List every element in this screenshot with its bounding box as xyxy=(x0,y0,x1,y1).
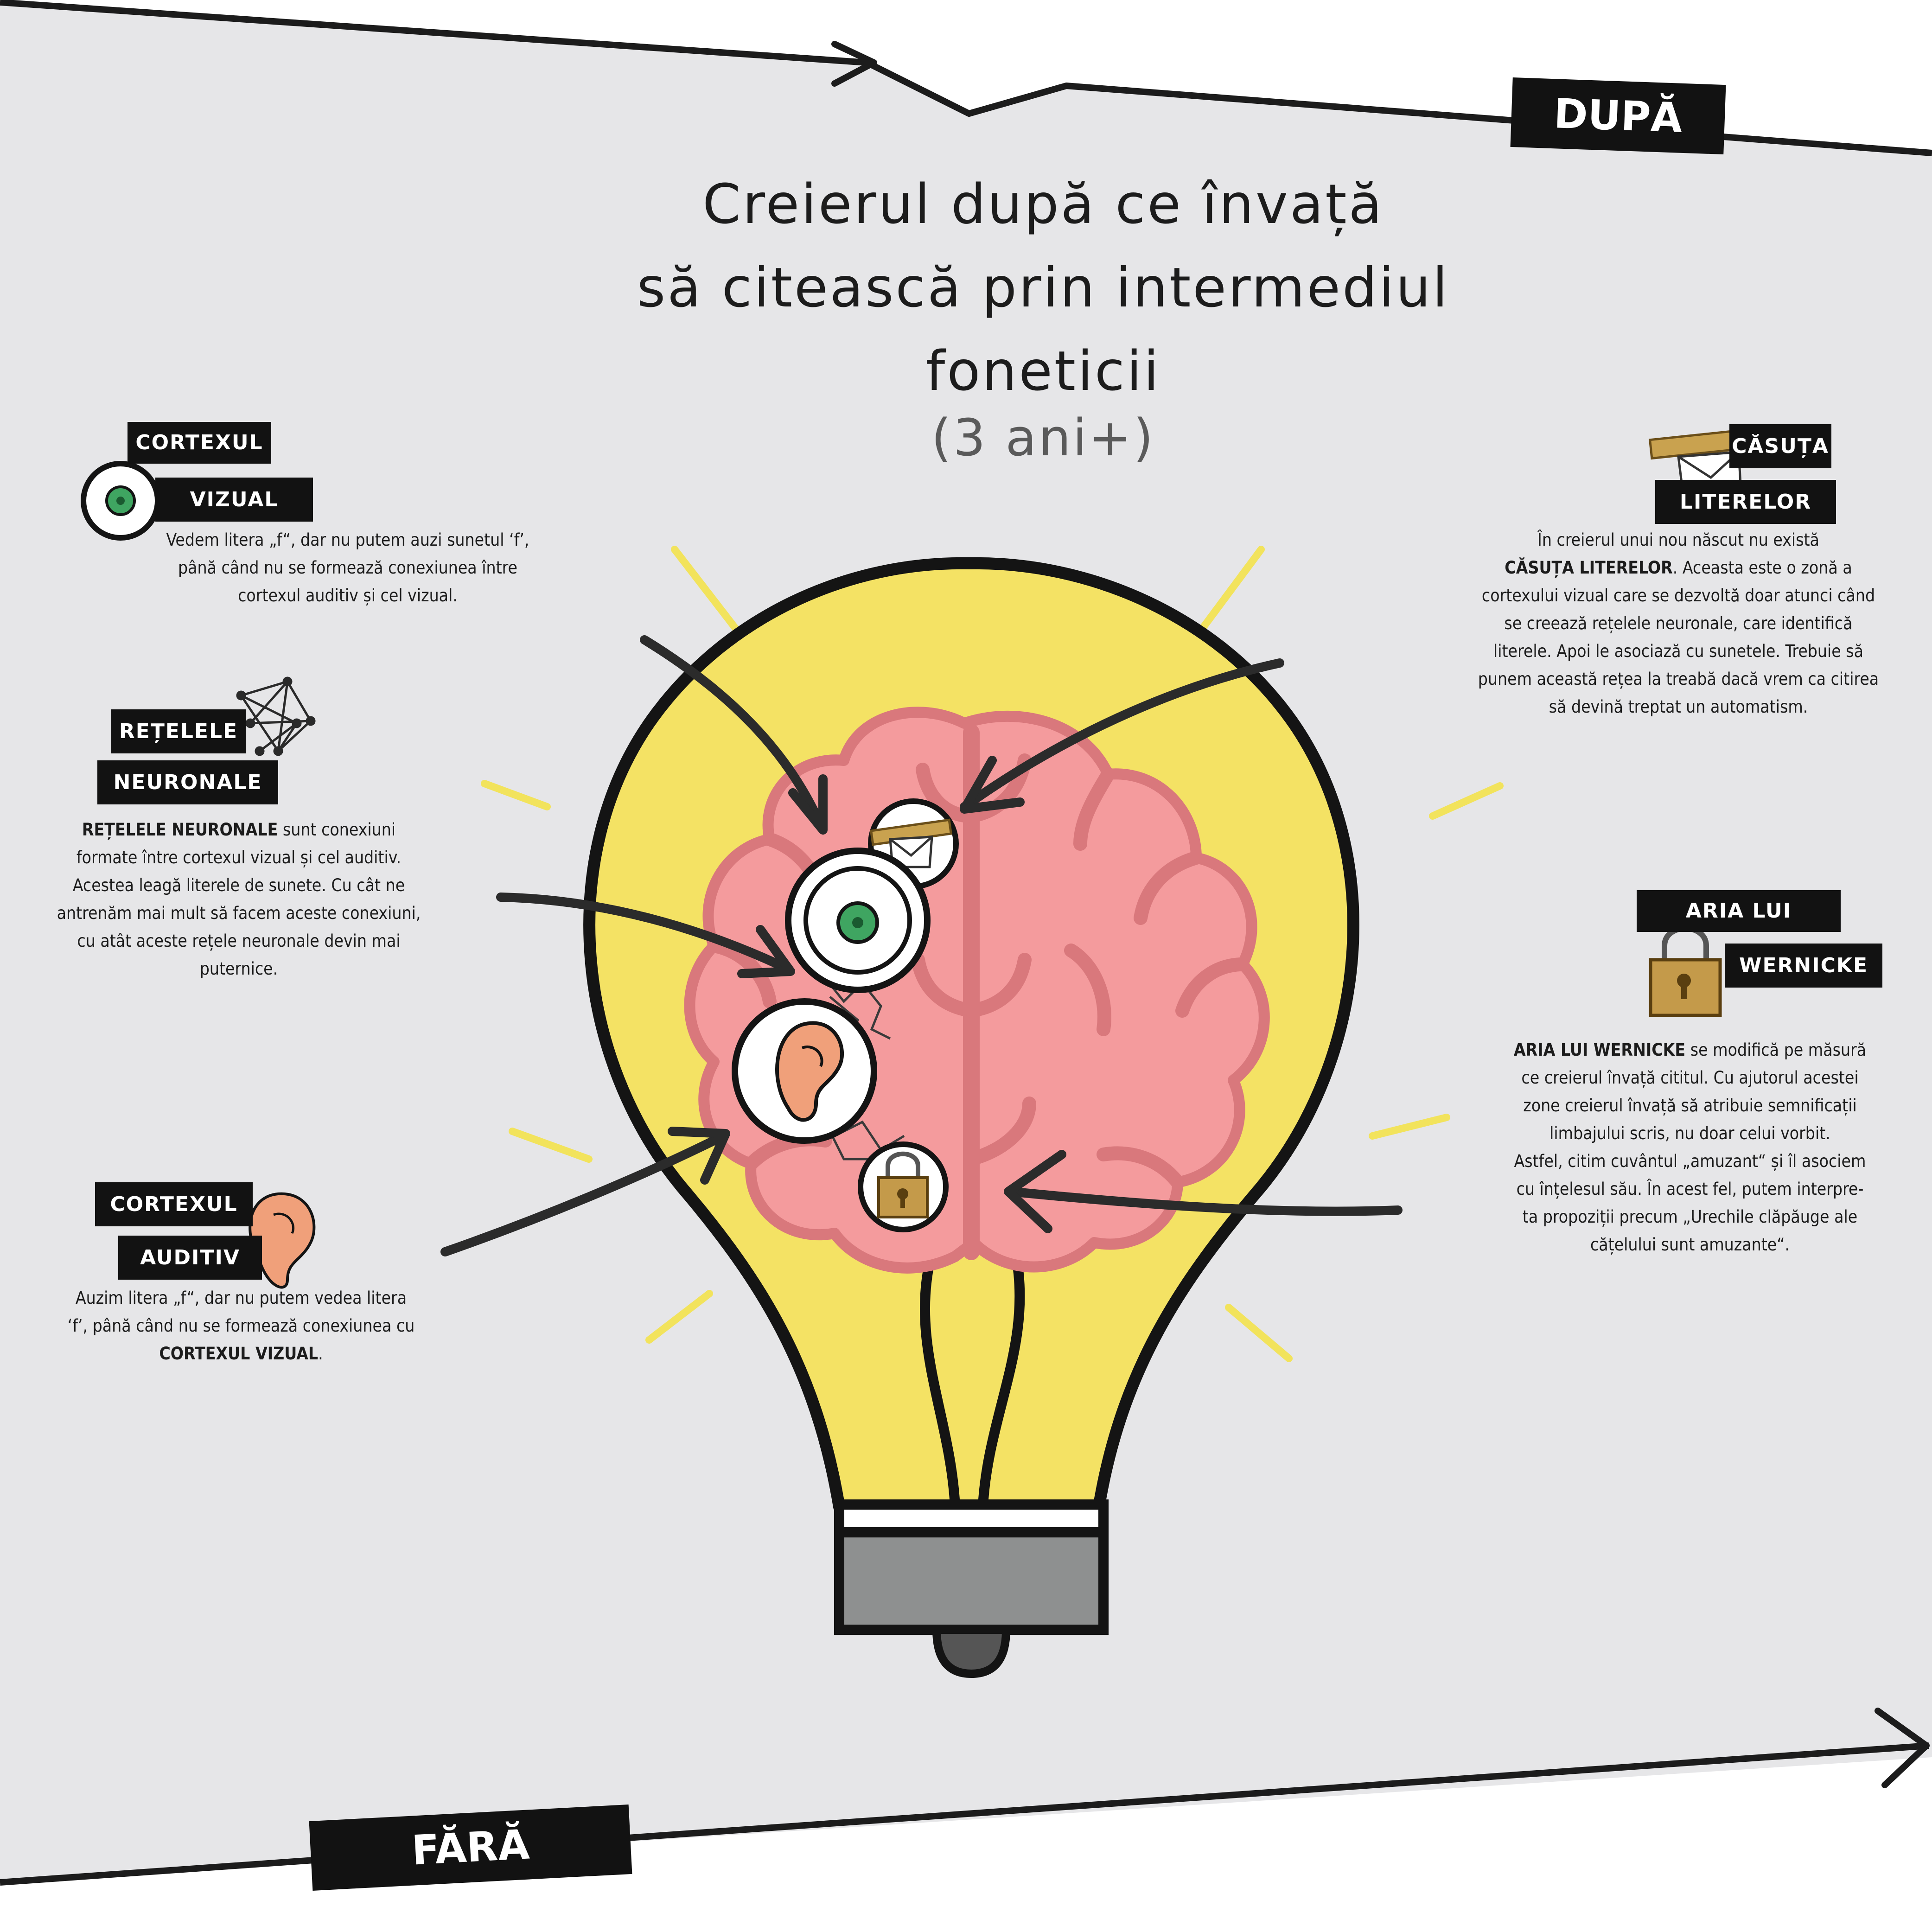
title-line-3: foneticii xyxy=(925,339,1161,403)
eye-icon xyxy=(785,848,931,993)
desc-line: Auzim litera „f“, dar nu putem vedea lit… xyxy=(75,1288,407,1308)
desc-line: Astfel, citim cuvântul „amuzant“ și îl a… xyxy=(1514,1151,1866,1171)
desc-text: . Aceasta este o zonă a xyxy=(1672,558,1852,578)
desc-text: . xyxy=(318,1344,323,1364)
desc-wernicke: ARIA LUI WERNICKE se modifică pe măsură … xyxy=(1470,1036,1910,1259)
desc-line: puternice. xyxy=(199,959,278,979)
ear-icon xyxy=(249,1192,316,1289)
bulb-base xyxy=(834,1527,1109,1635)
desc-text: sunt conexiuni xyxy=(278,820,396,840)
label-cortex-auditory-1: CORTEXUL xyxy=(95,1182,253,1226)
desc-neural: REȚELELE NEURONALE sunt conexiuni format… xyxy=(37,816,440,983)
desc-line: În creierul unui nou născut nu există xyxy=(1537,530,1819,550)
desc-line: se creează rețelele neuronale, care iden… xyxy=(1504,613,1853,633)
title-line-1: Creierul după ce învață xyxy=(702,172,1384,236)
label-wernicke-2: WERNICKE xyxy=(1725,944,1882,988)
desc-text: se modifică pe măsură xyxy=(1685,1040,1867,1060)
desc-line: cu atât aceste rețele neuronale devin ma… xyxy=(77,931,401,951)
label-cortex-visual-2: VIZUAL xyxy=(155,478,313,522)
page-title: Creierul după ce învață să citească prin… xyxy=(533,162,1553,413)
desc-line: limbajului scris, nu doar celui vorbit. xyxy=(1549,1123,1830,1143)
desc-cortex-visual: Vedem litera „f“, dar nu putem auzi sune… xyxy=(116,526,580,610)
desc-bold: ARIA LUI WERNICKE xyxy=(1513,1040,1686,1060)
arrow-icon xyxy=(440,635,1403,1256)
light-rays xyxy=(481,546,1504,1362)
eye-icon xyxy=(81,461,160,541)
desc-line: literele. Apoi le asociază cu sunetele. … xyxy=(1493,641,1864,661)
desc-line: cortexului vizual care se dezvoltă doar … xyxy=(1481,586,1875,606)
desc-bold: REȚELELE NEURONALE xyxy=(82,820,278,840)
desc-line: ce creierul învață cititul. Cu ajutorul … xyxy=(1521,1068,1859,1088)
network-icon xyxy=(236,676,316,756)
top-timeline-line xyxy=(0,0,1932,156)
desc-line: Vedem litera „f“, dar nu putem auzi sune… xyxy=(166,530,529,550)
desc-cortex-auditory: Auzim litera „f“, dar nu putem vedea lit… xyxy=(32,1284,450,1368)
padlock-icon xyxy=(858,1141,949,1232)
ear-icon xyxy=(732,998,877,1144)
desc-line: REȚELELE NEURONALE sunt conexiuni xyxy=(37,816,440,844)
desc-line: CĂSUȚA LITERELOR. Aceasta este o zonă a xyxy=(1447,554,1910,582)
desc-line: până când nu se formează conexiunea într… xyxy=(178,558,518,578)
label-neural-2: NEURONALE xyxy=(97,760,278,804)
label-neural-1: REȚELELE xyxy=(111,709,246,753)
desc-line: ta propoziții precum „Urechile clăpăuge … xyxy=(1522,1207,1858,1227)
desc-bold: CĂSUȚA LITERELOR xyxy=(1505,558,1673,578)
desc-letterbox: În creierul unui nou născut nu există CĂ… xyxy=(1447,526,1910,721)
desc-line: antrenăm mai mult să facem aceste conexi… xyxy=(57,903,421,923)
desc-line: zone creierul învață să atribuie semnifi… xyxy=(1523,1096,1857,1116)
bottom-arrow-icon xyxy=(1875,1708,1930,1788)
desc-line: Acestea leagă literele de sunete. Cu cât… xyxy=(72,875,405,895)
desc-line: formate între cortexul vizual și cel aud… xyxy=(76,848,402,867)
label-letterbox-1: CĂSUȚA xyxy=(1729,424,1831,468)
bulb-tip xyxy=(932,1626,1011,1678)
label-wernicke-1: ARIA LUI xyxy=(1637,890,1841,932)
top-arrow-icon xyxy=(831,41,877,87)
desc-line: ARIA LUI WERNICKE se modifică pe măsură xyxy=(1470,1036,1910,1064)
desc-line: cățelului sunt amuzante“. xyxy=(1590,1235,1790,1255)
page-subtitle: (3 ani+) xyxy=(931,408,1155,467)
bulb-filament-left xyxy=(920,1250,960,1507)
bulb-filament-right xyxy=(978,1250,1025,1507)
desc-line: cortexul auditiv și cel vizual. xyxy=(238,586,458,606)
desc-line: CORTEXUL VIZUAL. xyxy=(32,1340,450,1368)
label-cortex-visual-1: CORTEXUL xyxy=(128,422,271,464)
desc-line: să devină treptat un automatism. xyxy=(1549,697,1808,717)
desc-line: cu înțelesul său. În acest fel, putem in… xyxy=(1516,1179,1864,1199)
desc-line: punem această rețea la treabă dacă vrem … xyxy=(1478,669,1879,689)
tag-after: DUPĂ xyxy=(1510,77,1726,154)
desc-line: ‘f’, până când nu se formează conexiunea… xyxy=(67,1316,415,1336)
title-line-2: să citească prin intermediul xyxy=(637,255,1450,319)
desc-bold: CORTEXUL VIZUAL xyxy=(159,1344,319,1364)
label-cortex-auditory-2: AUDITIV xyxy=(118,1236,262,1280)
label-letterbox-2: LITERELOR xyxy=(1655,480,1836,524)
